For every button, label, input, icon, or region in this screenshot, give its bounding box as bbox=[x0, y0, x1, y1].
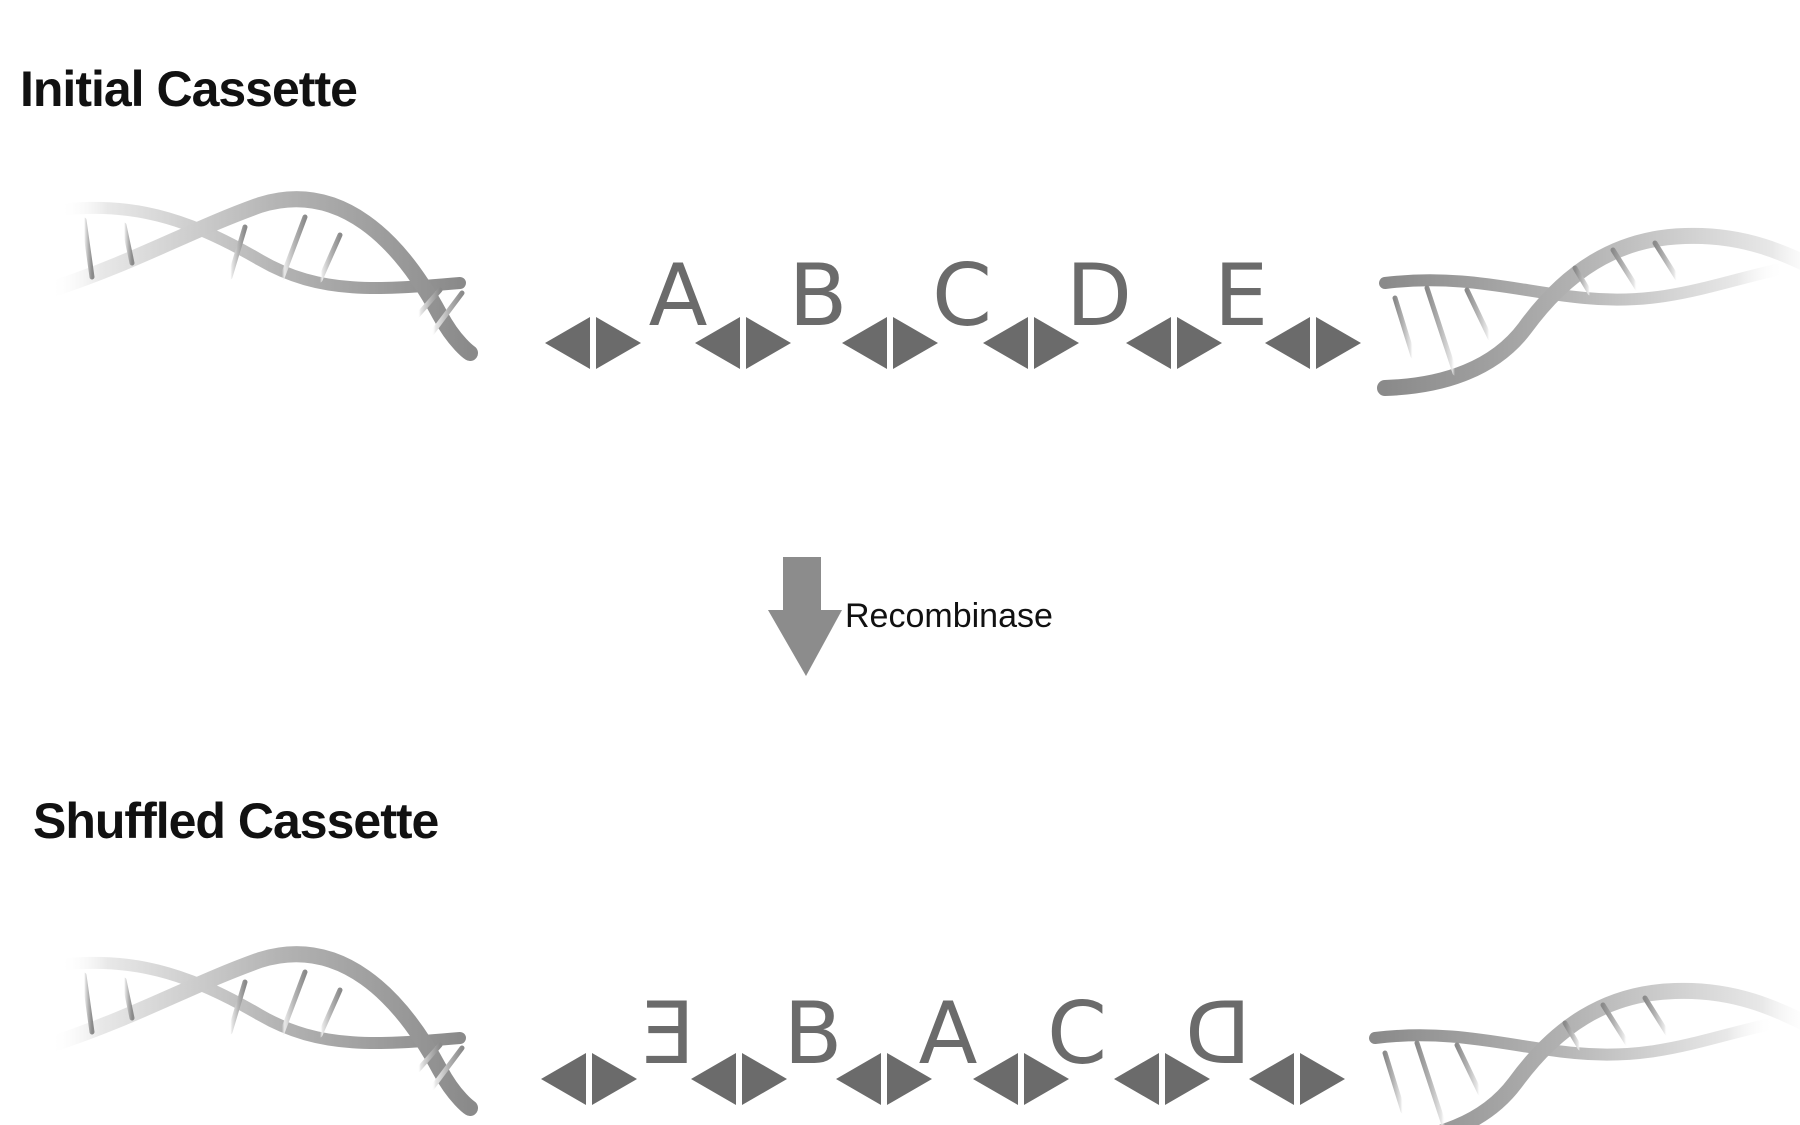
shuffled-dna-right bbox=[1375, 991, 1800, 1125]
shuffled_cassette-recombination-site-2-icon bbox=[691, 1053, 787, 1105]
initial_cassette-segment-3: C bbox=[932, 246, 992, 346]
shuffled_cassette-segment-4: C bbox=[1047, 984, 1107, 1084]
shuffled_cassette-segment-2: B bbox=[784, 984, 843, 1084]
initial_cassette-segment-2: B bbox=[789, 246, 848, 346]
shuffled-cassette-title: Shuffled Cassette bbox=[33, 793, 439, 849]
shuffled_cassette-recombination-site-4-icon bbox=[973, 1053, 1069, 1105]
down-arrow-icon bbox=[768, 557, 842, 676]
initial-dna-left bbox=[50, 199, 470, 353]
shuffled-dna-left bbox=[50, 954, 470, 1108]
initial_cassette-recombination-site-4-icon bbox=[983, 317, 1079, 369]
shuffled_cassette-segment-3: A bbox=[919, 984, 978, 1084]
shuffled_cassette-recombination-site-1-icon bbox=[541, 1053, 637, 1105]
initial_cassette-segment-5: E bbox=[1214, 246, 1268, 346]
initial_cassette-recombination-site-1-icon bbox=[545, 317, 641, 369]
shuffled_cassette-segment-5: D bbox=[1185, 984, 1251, 1084]
initial_cassette-recombination-site-3-icon bbox=[842, 317, 938, 369]
shuffled_cassette-segment-1: E bbox=[641, 984, 695, 1084]
shuffled_cassette-recombination-site-6-icon bbox=[1249, 1053, 1345, 1105]
initial-dna-right bbox=[1385, 236, 1800, 388]
initial_cassette-segment-1: A bbox=[649, 246, 708, 346]
initial-cassette-title: Initial Cassette bbox=[20, 61, 357, 117]
initial_cassette-segment-4: D bbox=[1066, 246, 1132, 346]
shuffled_cassette-recombination-site-3-icon bbox=[836, 1053, 932, 1105]
initial_cassette-recombination-site-2-icon bbox=[695, 317, 791, 369]
initial_cassette-recombination-site-6-icon bbox=[1265, 317, 1361, 369]
recombinase-label: Recombinase bbox=[845, 597, 1053, 635]
initial_cassette-recombination-site-5-icon bbox=[1126, 317, 1222, 369]
shuffled_cassette-recombination-site-5-icon bbox=[1114, 1053, 1210, 1105]
